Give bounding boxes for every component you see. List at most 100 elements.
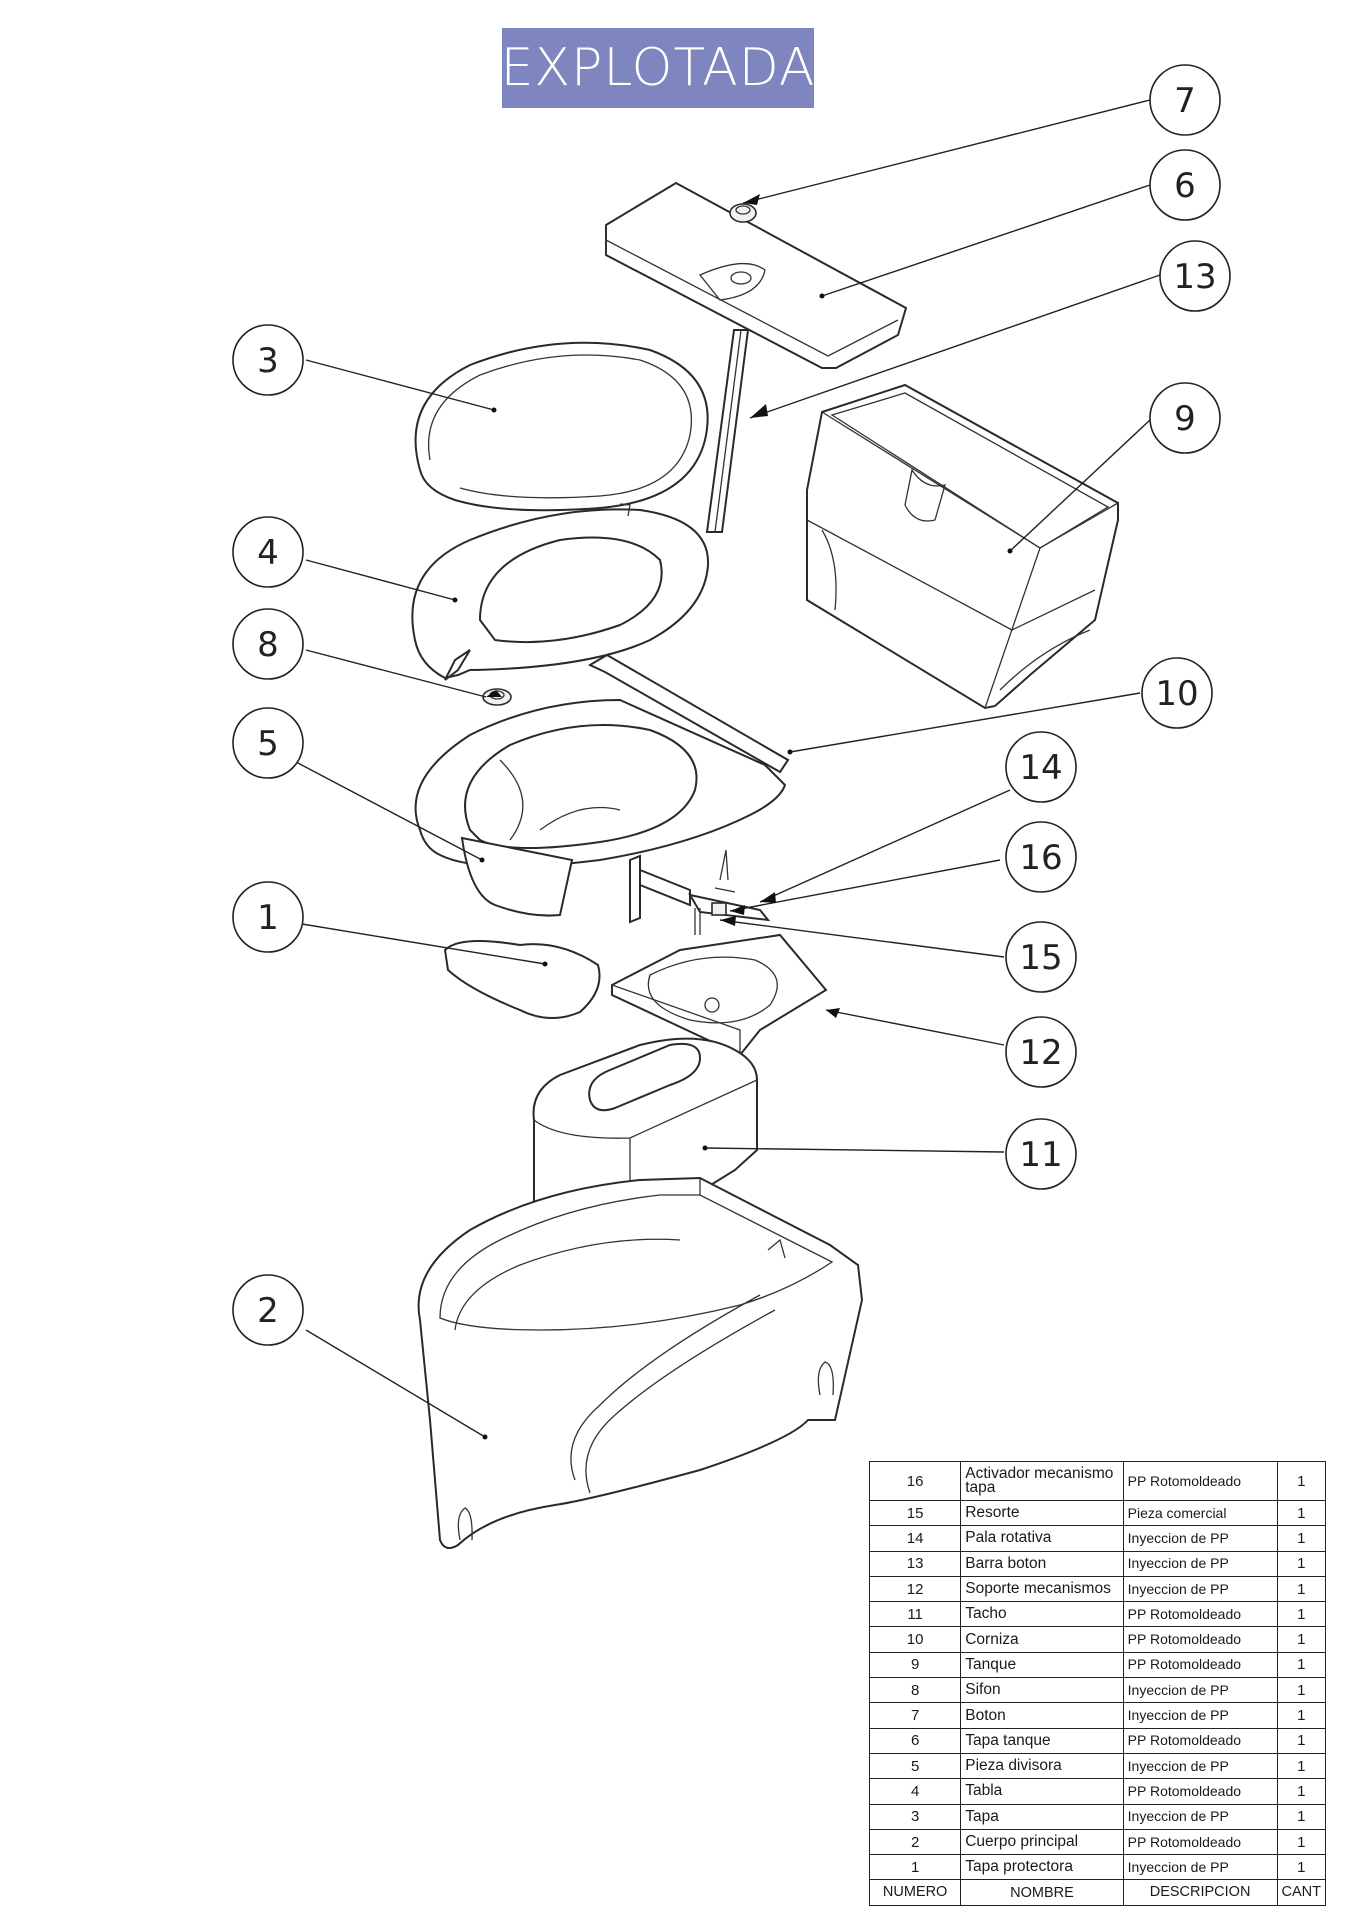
bom-numero: 1 (868, 1854, 962, 1881)
callout-6: 6 (1149, 149, 1221, 221)
part-13-barra-boton (705, 329, 750, 533)
bom-header-cant: CANT (1276, 1879, 1327, 1906)
callout-9: 9 (1149, 382, 1221, 454)
svg-text:9: 9 (1174, 399, 1196, 439)
bom-descripcion: Inyeccion de PP (1122, 1550, 1278, 1577)
callout-13: 13 (1159, 240, 1231, 312)
bom-row: 9 Tanque PP Rotomoldeado 1 (868, 1651, 1327, 1679)
bom-descripcion: Inyeccion de PP (1122, 1752, 1278, 1780)
bom-nombre: Tapa protectora (960, 1854, 1124, 1881)
svg-text:16: 16 (1019, 838, 1062, 878)
bom-cant: 1 (1276, 1575, 1327, 1603)
part-9-tanque (806, 383, 1119, 710)
svg-text:13: 13 (1173, 257, 1216, 297)
part-7-boton (729, 203, 757, 223)
bom-nombre: Tapa (960, 1803, 1124, 1830)
bom-nombre: Tacho (960, 1601, 1124, 1628)
bom-numero: 13 (868, 1550, 962, 1577)
callout-3: 3 (232, 324, 304, 396)
bom-cant: 1 (1276, 1461, 1327, 1501)
svg-text:12: 12 (1019, 1033, 1062, 1073)
bom-nombre: Tapa tanque (960, 1727, 1124, 1754)
bom-descripcion: PP Rotomoldeado (1122, 1601, 1278, 1628)
svg-text:4: 4 (257, 533, 279, 573)
bom-nombre: Corniza (960, 1626, 1124, 1653)
bom-cant: 1 (1276, 1854, 1327, 1881)
bom-nombre: Soporte mecanismos (960, 1575, 1124, 1603)
callout-16: 16 (1005, 821, 1077, 893)
svg-text:3: 3 (257, 341, 279, 381)
bom-numero: 10 (868, 1626, 962, 1653)
bom-row: 5 Pieza divisora Inyeccion de PP 1 (868, 1752, 1327, 1780)
svg-text:6: 6 (1174, 166, 1196, 206)
svg-text:15: 15 (1019, 938, 1062, 978)
bom-cant: 1 (1276, 1601, 1327, 1628)
bom-nombre: Activador mecanismo tapa (960, 1461, 1124, 1501)
bill-of-materials-table: 1 6 Activador mecanismo tapa PP Rotomolde… (868, 1461, 1327, 1906)
part-14-pala-rotativa (629, 849, 771, 924)
svg-text:11: 11 (1019, 1135, 1062, 1175)
bom-numero: 11 (868, 1601, 962, 1628)
bom-cant: 1 (1276, 1651, 1327, 1679)
leader-lines (295, 99, 1161, 1438)
bom-numero: 14 (868, 1525, 962, 1552)
bom-descripcion: PP Rotomoldeado (1122, 1626, 1278, 1653)
bom-row: 13 Barra boton Inyeccion de PP 1 (868, 1550, 1327, 1577)
bom-numero: 8 (868, 1677, 962, 1704)
part-12-soporte-mecanismos (611, 933, 828, 1057)
bom-cant: 1 (1276, 1828, 1327, 1856)
bom-descripcion: PP Rotomoldeado (1122, 1651, 1278, 1679)
bom-row: 12 Soporte mecanismos Inyeccion de PP 1 (868, 1575, 1327, 1603)
title-banner: EXPLOTADA (501, 28, 814, 108)
bom-nombre: Cuerpo principal (960, 1828, 1124, 1856)
bom-row: 2 Cuerpo principal PP Rotomoldeado 1 (868, 1828, 1327, 1856)
bom-header-descripcion: DESCRIPCION (1122, 1879, 1278, 1906)
bom-cant: 1 (1276, 1499, 1327, 1527)
bom-row: 1 Tapa protectora Inyeccion de PP 1 (868, 1854, 1327, 1881)
part-5-pieza-divisora (414, 698, 787, 917)
bom-descripcion: Inyeccion de PP (1122, 1677, 1278, 1704)
callout-10: 10 (1141, 657, 1213, 729)
bom-descripcion: PP Rotomoldeado (1122, 1727, 1278, 1754)
bom-descripcion: Inyeccion de PP (1122, 1803, 1278, 1830)
bom-cant: 1 (1276, 1677, 1327, 1704)
bom-cant: 1 (1276, 1727, 1327, 1754)
callout-1: 1 (232, 881, 304, 953)
callout-2: 2 (232, 1274, 304, 1346)
callout-4: 4 (232, 516, 304, 588)
bom-numero: 6 (868, 1727, 962, 1754)
bom-descripcion: Inyeccion de PP (1122, 1575, 1278, 1603)
bom-numero: 2 (868, 1828, 962, 1856)
bom-nombre: Pala rotativa (960, 1525, 1124, 1552)
part-1-tapa-protectora (443, 940, 601, 1020)
bom-nombre: Sifon (960, 1677, 1124, 1704)
bom-header-nombre: NOMBRE (960, 1879, 1124, 1906)
callout-15: 15 (1005, 921, 1077, 993)
svg-text:5: 5 (257, 724, 279, 764)
part-6-tapa-tanque (605, 181, 908, 369)
svg-text:1: 1 (257, 898, 279, 938)
bom-numero: 15 (868, 1499, 962, 1527)
bom-row: 11 Tacho PP Rotomoldeado 1 (868, 1601, 1327, 1628)
bom-row: 8 Sifon Inyeccion de PP 1 (868, 1677, 1327, 1704)
svg-text:14: 14 (1019, 748, 1062, 788)
bom-nombre: Resorte (960, 1499, 1124, 1527)
bom-descripcion: Inyeccion de PP (1122, 1525, 1278, 1552)
bom-nombre: Boton (960, 1702, 1124, 1729)
bom-descripcion: PP Rotomoldeado (1122, 1461, 1278, 1501)
bom-numero: 3 (868, 1803, 962, 1830)
bom-nombre: Pieza divisora (960, 1752, 1124, 1780)
bom-nombre: Barra boton (960, 1550, 1124, 1577)
part-15-resorte (694, 908, 701, 935)
bom-descripcion: PP Rotomoldeado (1122, 1828, 1278, 1856)
bom-cant: 1 (1276, 1803, 1327, 1830)
bom-nombre: Tanque (960, 1651, 1124, 1679)
part-16-activador-mecanismo-tapa (711, 902, 727, 916)
bom-row: 15 Resorte Pieza comercial 1 (868, 1499, 1327, 1527)
bom-numero: 7 (868, 1702, 962, 1729)
bom-numero: 9 (868, 1651, 962, 1679)
bom-descripcion: Inyeccion de PP (1122, 1854, 1278, 1881)
bom-descripcion: PP Rotomoldeado (1122, 1778, 1278, 1805)
bom-descripcion: Pieza comercial (1122, 1499, 1278, 1527)
